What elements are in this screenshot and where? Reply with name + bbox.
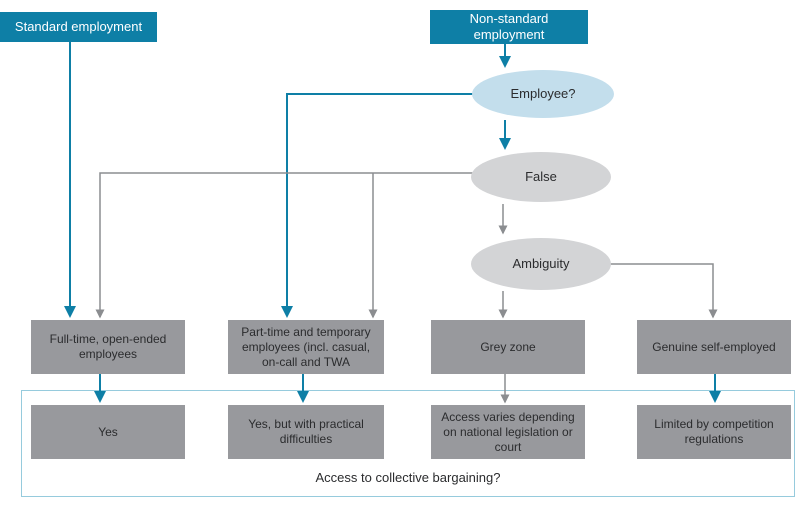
ellipse-ambiguity-label: Ambiguity — [512, 255, 570, 271]
collective-bargaining-frame — [21, 390, 795, 497]
node-genuine-selfemployed: Genuine self-employed — [637, 320, 791, 374]
node-grey-zone-label: Grey zone — [480, 339, 536, 354]
node-limited-competition: Limited by competition regulations — [637, 405, 791, 459]
node-grey-zone: Grey zone — [431, 320, 585, 374]
arrow-false-to-fulltime — [95, 172, 473, 319]
ellipse-false-label: False — [525, 168, 557, 184]
node-standard-employment: Standard employment — [0, 12, 157, 42]
arrow-ambiguity-to-genuine — [608, 263, 718, 319]
ellipse-employee-label: Employee? — [510, 85, 576, 101]
node-fulltime-employees-label: Full-time, open-ended employees — [49, 332, 167, 361]
node-yes: Yes — [31, 405, 185, 459]
node-yes-label: Yes — [98, 424, 118, 439]
node-nonstandard-employment-label: Non-standard employment — [469, 10, 549, 42]
node-yes-practical-difficulties-label: Yes, but with practical difficulties — [248, 417, 364, 446]
collective-bargaining-question: Access to collective bargaining? — [315, 470, 501, 485]
node-fulltime-employees: Full-time, open-ended employees — [31, 320, 185, 374]
node-genuine-selfemployed-label: Genuine self-employed — [652, 339, 776, 354]
node-limited-competition-label: Limited by competition regulations — [654, 417, 774, 446]
node-nonstandard-employment: Non-standard employment — [430, 10, 588, 44]
node-parttime-temporary: Part-time and temporary employees (incl.… — [228, 320, 384, 374]
node-parttime-temporary-label: Part-time and temporary employees (incl.… — [241, 324, 371, 369]
node-yes-practical-difficulties: Yes, but with practical difficulties — [228, 405, 384, 459]
ellipse-false: False — [471, 152, 611, 202]
node-access-varies-label: Access varies depending on national legi… — [441, 409, 575, 454]
ellipse-ambiguity: Ambiguity — [471, 238, 611, 290]
node-standard-employment-label: Standard employment — [14, 18, 143, 34]
ellipse-employee: Employee? — [472, 70, 614, 118]
node-access-varies: Access varies depending on national legi… — [431, 405, 585, 459]
arrow-employee-to-parttime — [281, 93, 474, 318]
